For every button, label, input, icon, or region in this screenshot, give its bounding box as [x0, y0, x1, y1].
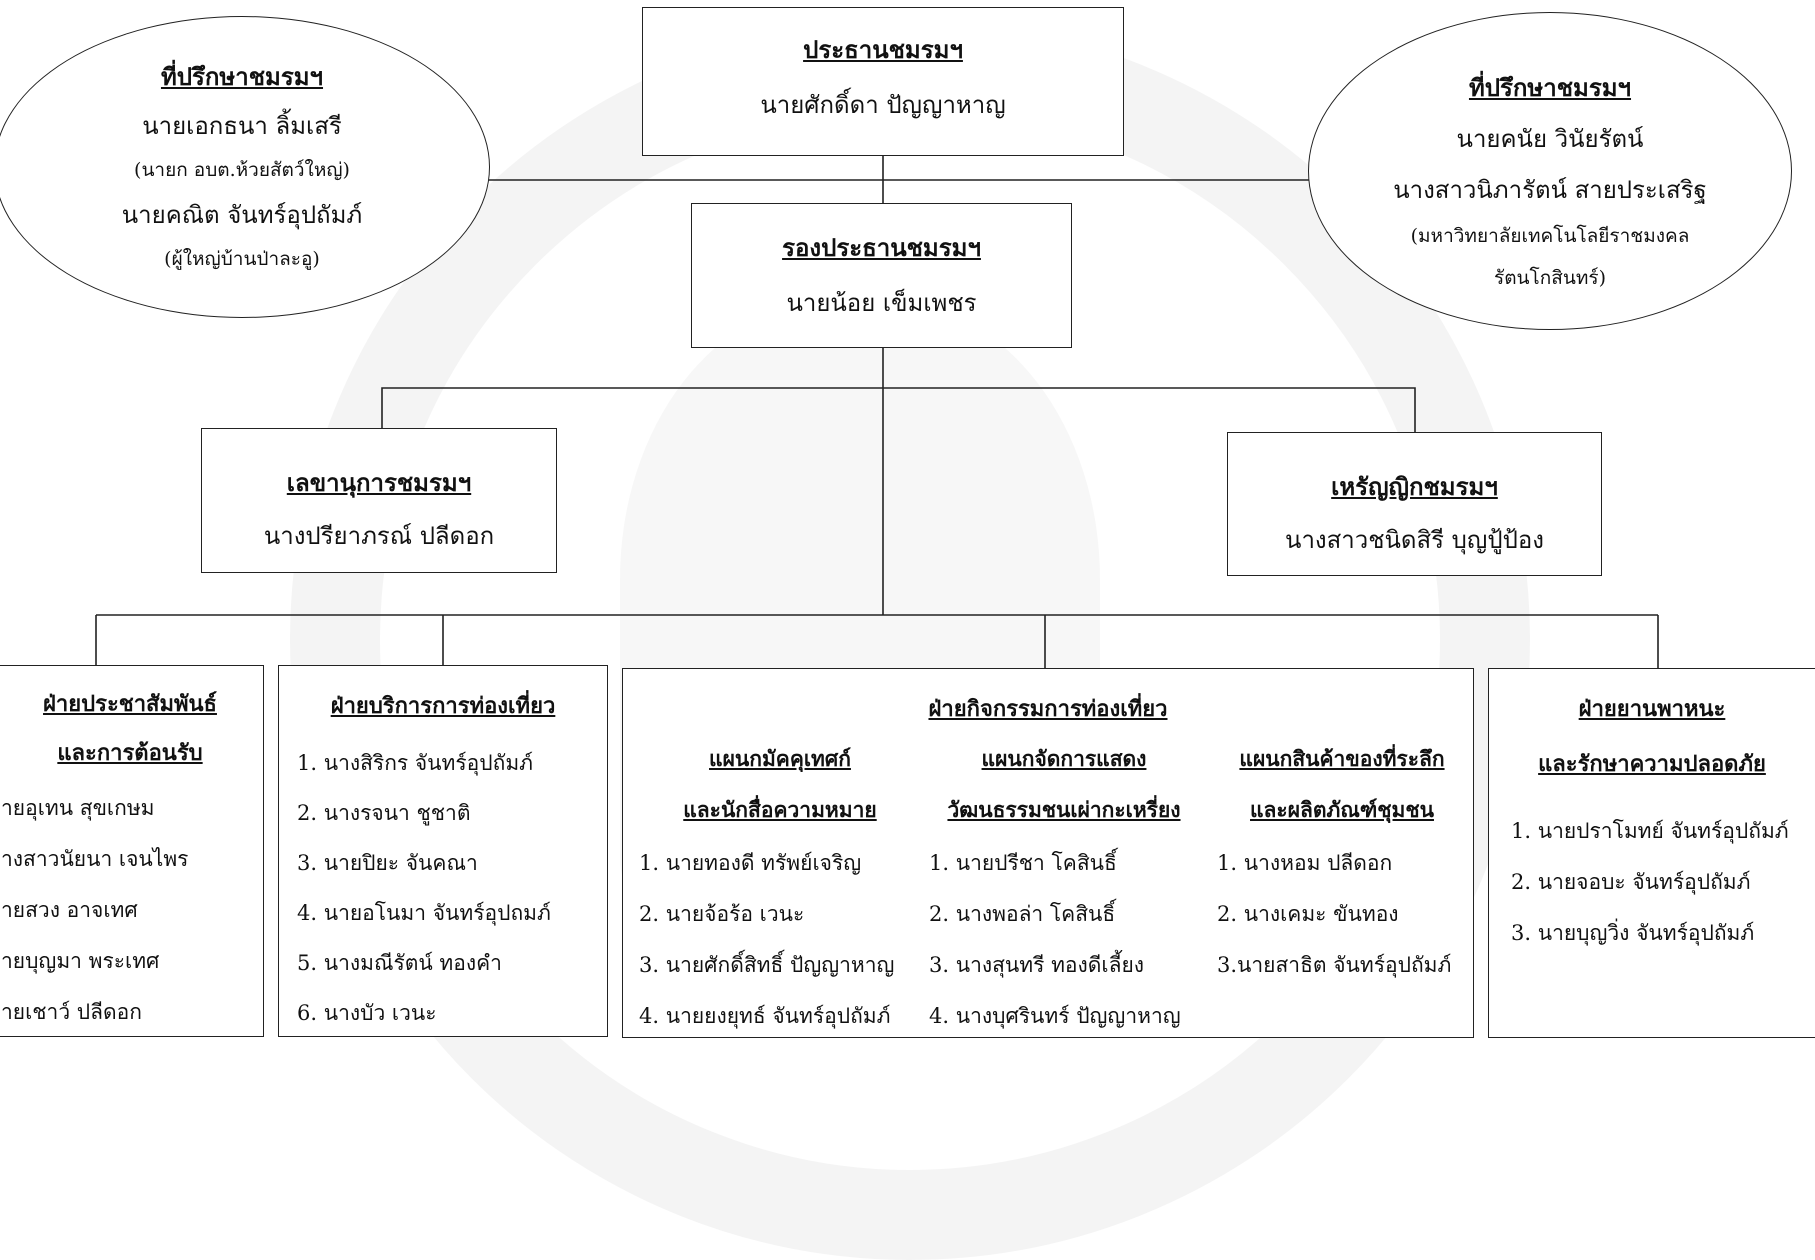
activity-unit-souvenir-title1: แผนกสินค้าของที่ระลึก — [1239, 746, 1445, 771]
president-title: ประธานชมรมฯ — [803, 35, 963, 64]
vice-president-title: รองประธานชมรมฯ — [782, 233, 981, 262]
advisor-right-title: ที่ปรึกษาชมรมฯ — [1468, 73, 1632, 102]
transport-dept-member-2: 2. นายจอบะ จันทร์อุปถัมภ์ — [1511, 870, 1751, 894]
service-dept-member-2: 2. นางรจนา ชูชาติ — [297, 801, 471, 825]
advisor-right-name2: นางสาวนิภารัตน์ สายประเสริฐ — [1393, 176, 1707, 204]
secretary-name: นางปรียาภรณ์ ปลีดอก — [263, 522, 495, 550]
advisor-right-note2: รัตนโกสินทร์) — [1494, 267, 1606, 289]
pr-dept-member-2: างสาวนัยนา เจนไพร — [1, 847, 189, 871]
treasurer-title: เหรัญญิกชมรมฯ — [1331, 472, 1498, 501]
service-dept-member-6: 6. นางบัว เวนะ — [297, 1001, 437, 1025]
transport-dept-member-1: 1. นายปราโมทย์ จันทร์อุปถัมภ์ — [1511, 819, 1789, 843]
secretary-box: เลขานุการชมรมฯ นางปรียาภรณ์ ปลีดอก — [201, 428, 557, 573]
activity-unit-show-member-1: 1. นายปรีชา โคสินธิ์ — [929, 851, 1117, 875]
transport-dept-member-3: 3. นายบุญวิ่ง จันทร์อุปถัมภ์ — [1511, 921, 1755, 945]
service-dept-member-1: 1. นางสิริกร จันทร์อุปถัมภ์ — [297, 751, 534, 775]
service-dept-member-4: 4. นายอโนมา จันทร์อุปถมภ์ — [297, 901, 551, 925]
president-box: ประธานชมรมฯ นายศักดิ์ดา ปัญญาหาญ — [642, 7, 1124, 156]
pr-dept-member-4: ายบุญมา พระเทศ — [1, 949, 160, 973]
president-name: นายศักดิ์ดา ปัญญาหาญ — [760, 91, 1006, 119]
secretary-title: เลขานุการชมรมฯ — [286, 468, 472, 497]
activity-unit-guide-member-4: 4. นายยงยุทธ์ จันทร์อุปถัมภ์ — [639, 1004, 891, 1028]
activity-unit-souvenir-member-3: 3.นายสาธิต จันทร์อุปถัมภ์ — [1217, 953, 1452, 977]
activity-unit-guide: แผนกมัคคุเทศก์ และนักสื่อความหมาย 1. นาย… — [639, 743, 921, 1033]
transport-dept-box: ฝ่ายยานพาหนะ และรักษาความปลอดภัย 1. นายป… — [1488, 668, 1815, 1038]
vice-president-name: นายน้อย เข็มเพชร — [786, 289, 977, 317]
activity-unit-show-member-2: 2. นางพอล่า โคสินธิ์ — [929, 902, 1116, 926]
advisor-right-name1: นายคนัย วินัยรัตน์ — [1456, 125, 1644, 153]
service-dept-box: ฝ่ายบริการการท่องเที่ยว 1. นางสิริกร จัน… — [278, 665, 608, 1037]
treasurer-box: เหรัญญิกชมรมฯ นางสาวชนิดสิรี บุญปู้ป้อง — [1227, 432, 1602, 576]
activity-unit-guide-title1: แผนกมัคคุเทศก์ — [709, 746, 851, 771]
activity-unit-guide-member-1: 1. นายทองดี ทรัพย์เจริญ — [639, 851, 862, 875]
advisor-left-note2: (ผู้ใหญ่บ้านป่าละอู) — [164, 248, 320, 270]
activity-unit-show: แผนกจัดการแสดง วัฒนธรรมชนเผ่ากะเหรี่ยง 1… — [929, 743, 1199, 1033]
advisor-left-note1: (นายก อบต.ห้วยสัตว์ใหญ่) — [134, 159, 350, 181]
advisor-left-title: ที่ปรึกษาชมรมฯ — [160, 62, 324, 91]
pr-dept-member-5: ายเชาว์ ปลีดอก — [1, 1000, 142, 1024]
activity-unit-show-title1: แผนกจัดการแสดง — [981, 746, 1147, 771]
secretary-treasurer-line — [381, 387, 1416, 432]
activity-unit-guide-member-2: 2. นายจ้อร้อ เวนะ — [639, 902, 805, 926]
activity-dept-box: ฝ่ายกิจกรรมการท่องเที่ยว แผนกมัคคุเทศก์ … — [622, 668, 1474, 1038]
advisor-left-name2: นายคณิต จันทร์อุปถัมภ์ — [121, 201, 363, 229]
activity-unit-souvenir-member-2: 2. นางเคมะ ขันทอง — [1217, 902, 1399, 926]
pr-dept-title2: และการต้อนรับ — [57, 740, 203, 766]
activity-unit-guide-member-3: 3. นายศักดิ์สิทธิ์ ปัญญาหาญ — [639, 953, 895, 977]
activity-unit-show-title2: วัฒนธรรมชนเผ่ากะเหรี่ยง — [947, 797, 1181, 822]
transport-dept-title2: และรักษาความปลอดภัย — [1538, 751, 1766, 777]
advisor-right-note1: (มหาวิทยาลัยเทคโนโลยีราชมงคล — [1410, 225, 1690, 247]
activity-unit-souvenir-member-1: 1. นางหอม ปลีดอก — [1217, 851, 1393, 875]
advisor-left-name1: นายเอกธนา ลิ้มเสรี — [142, 112, 342, 140]
pr-dept-member-1: ายอุเทน สุขเกษม — [1, 796, 155, 820]
advisor-left-oval: ที่ปรึกษาชมรมฯ นายเอกธนา ลิ้มเสรี (นายก … — [0, 16, 490, 318]
activity-dept-title: ฝ่ายกิจกรรมการท่องเที่ยว — [928, 696, 1168, 722]
activity-unit-souvenir: แผนกสินค้าของที่ระลึก และผลิตภัณฑ์ชุมชน … — [1217, 743, 1467, 982]
pr-dept-box: ฝ่ายประชาสัมพันธ์ และการต้อนรับ ายอุเทน … — [0, 665, 264, 1037]
service-dept-member-3: 3. นายปิยะ จันคณา — [297, 851, 478, 875]
service-dept-member-5: 5. นางมณีรัตน์ ทองคำ — [297, 951, 502, 975]
vice-president-box: รองประธานชมรมฯ นายน้อย เข็มเพชร — [691, 203, 1072, 348]
advisor-right-oval: ที่ปรึกษาชมรมฯ นายคนัย วินัยรัตน์ นางสาว… — [1308, 12, 1792, 330]
service-dept-title: ฝ่ายบริการการท่องเที่ยว — [330, 693, 556, 719]
treasurer-name: นางสาวชนิดสิรี บุญปู้ป้อง — [1285, 526, 1544, 554]
activity-unit-show-member-3: 3. นางสุนทรี ทองดีเลี้ยง — [929, 953, 1145, 977]
transport-dept-title1: ฝ่ายยานพาหนะ — [1578, 696, 1726, 722]
pr-dept-member-3: ายสวง อาจเทศ — [1, 898, 138, 922]
activity-unit-show-member-4: 4. นางบุศรินทร์ ปัญญาหาญ — [929, 1004, 1181, 1028]
pr-dept-title1: ฝ่ายประชาสัมพันธ์ — [43, 691, 217, 717]
activity-unit-guide-title2: และนักสื่อความหมาย — [683, 797, 877, 822]
activity-unit-souvenir-title2: และผลิตภัณฑ์ชุมชน — [1250, 797, 1434, 822]
